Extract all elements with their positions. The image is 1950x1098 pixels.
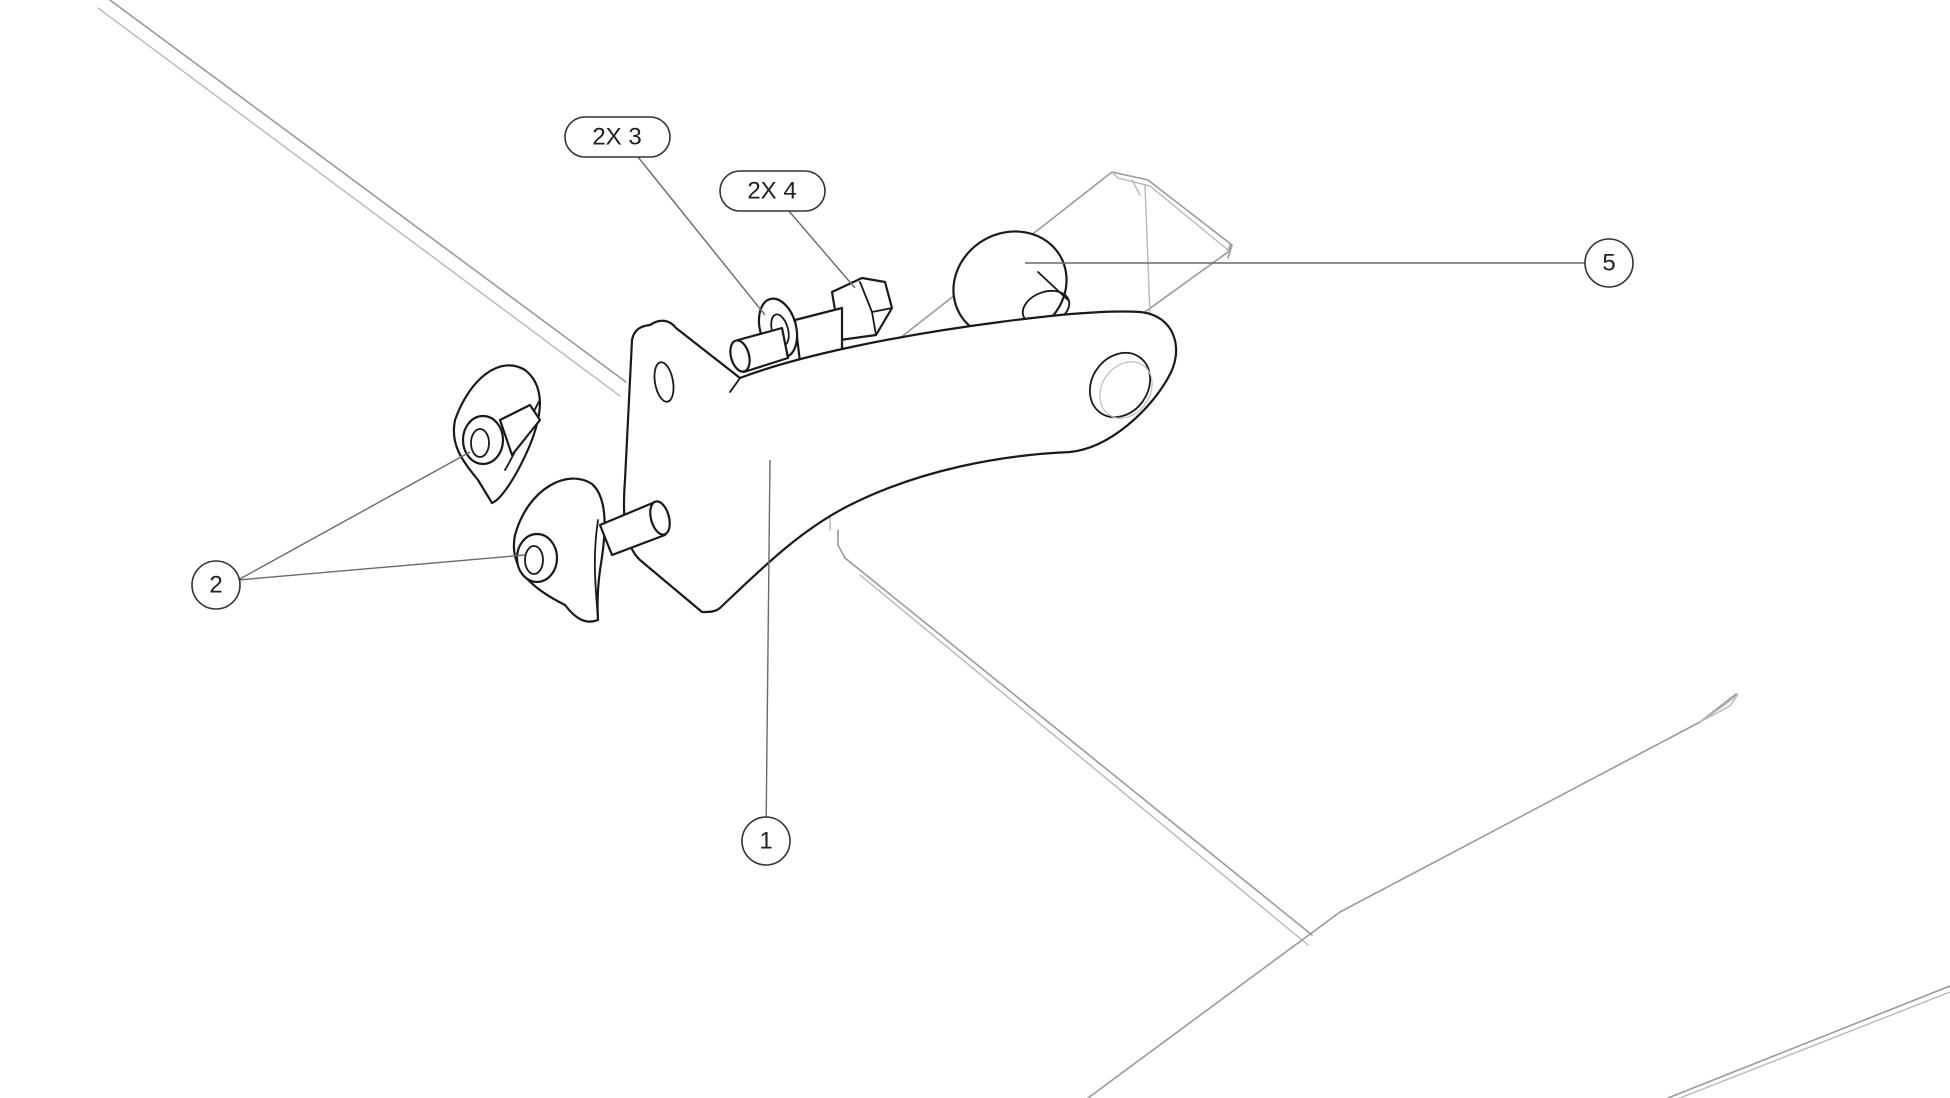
part-3-washer-bolt bbox=[729, 297, 844, 374]
callout-3: 2X 3 bbox=[564, 116, 671, 158]
callout-2-label: 2 bbox=[209, 572, 222, 599]
part-1-bracket bbox=[622, 310, 1178, 614]
callout-4-label: 2X 4 bbox=[747, 178, 796, 205]
part-2-wing-knob-lower bbox=[512, 477, 671, 623]
callout-1-label: 1 bbox=[759, 828, 772, 855]
part-5-disc bbox=[952, 230, 1071, 340]
callout-5-label: 5 bbox=[1602, 250, 1615, 277]
callout-4: 2X 4 bbox=[719, 170, 826, 212]
part-2-wing-knob-upper bbox=[452, 364, 542, 505]
callout-2: 2 bbox=[191, 560, 241, 610]
leader-lines bbox=[237, 156, 1587, 836]
frame-outline bbox=[97, 0, 1950, 1098]
callout-5: 5 bbox=[1584, 238, 1634, 288]
callout-3-label: 2X 3 bbox=[592, 124, 641, 151]
callout-1: 1 bbox=[741, 816, 791, 866]
